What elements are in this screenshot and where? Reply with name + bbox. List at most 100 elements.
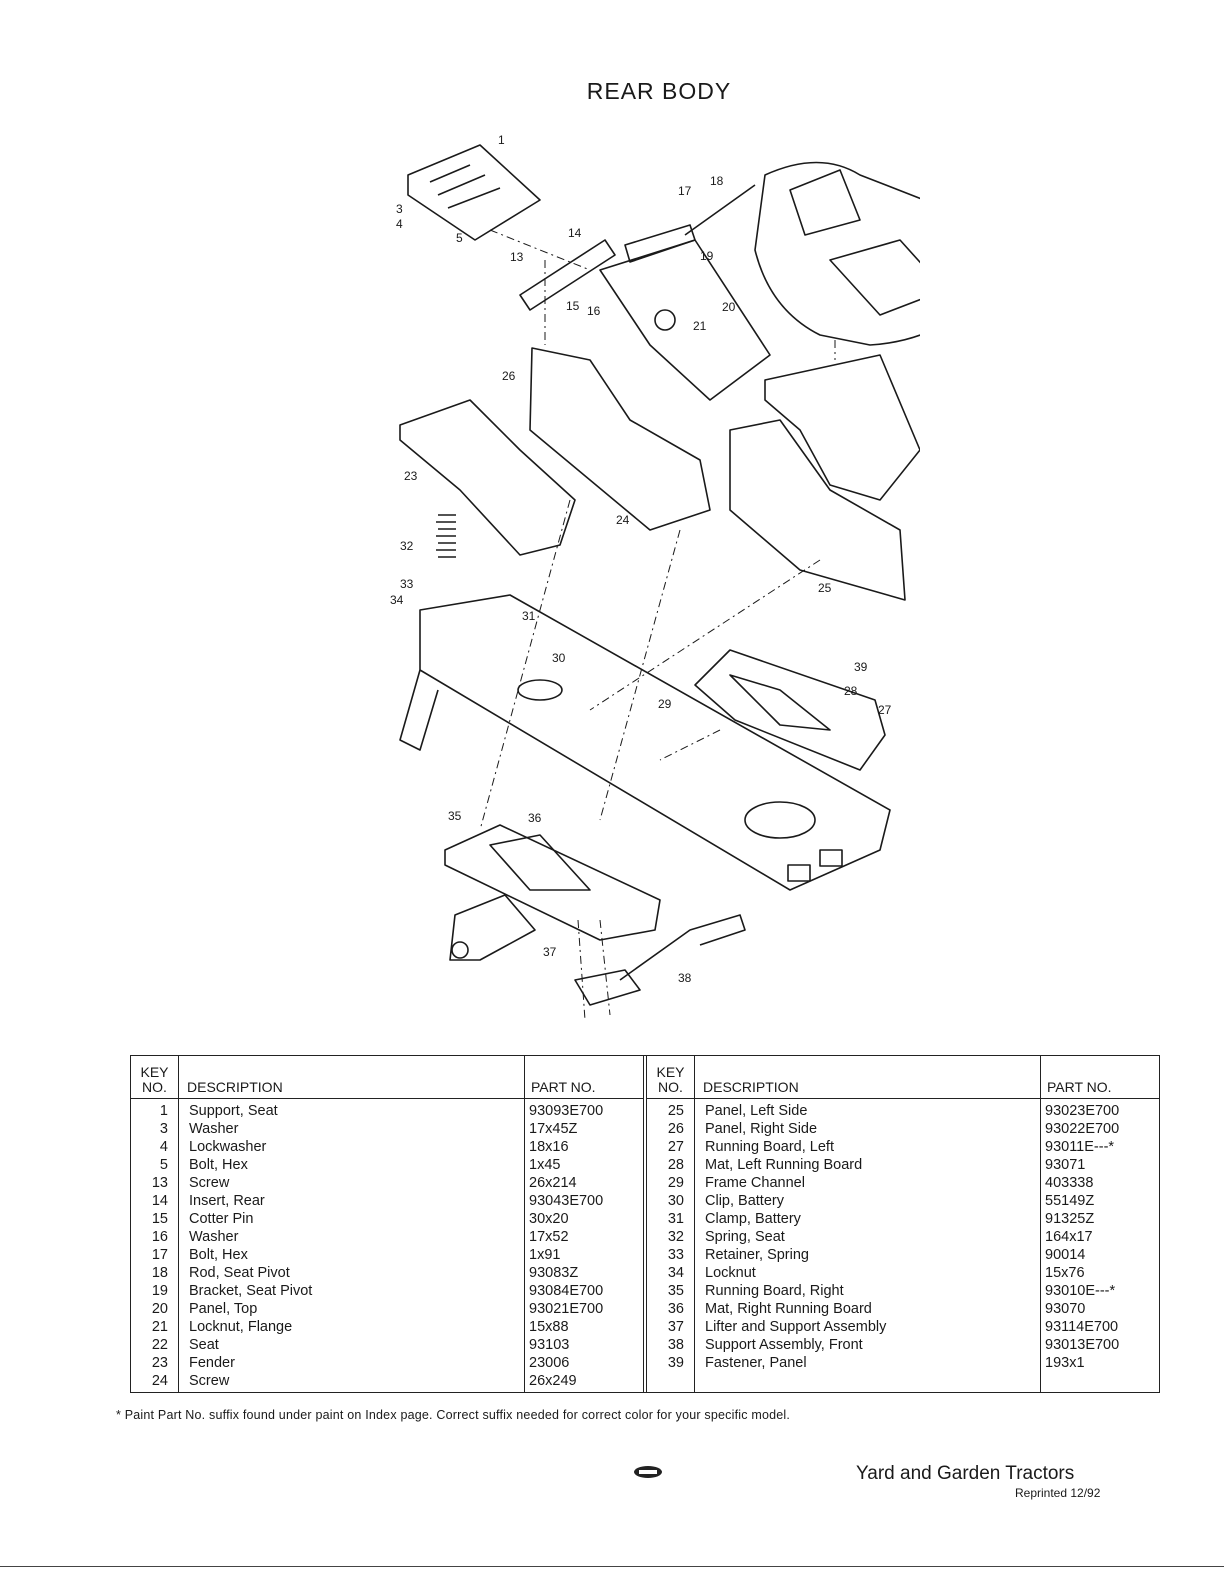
part-no-cell: 93093E700	[529, 1103, 604, 1119]
callout-38: 38	[678, 971, 692, 985]
description-cell: Clip, Battery	[705, 1193, 784, 1209]
callout-36: 36	[528, 811, 542, 825]
exploded-parts-diagram: 1 3 4 5 13 14 15 16 17 18 19 20 21 22 23…	[360, 130, 991, 1030]
callout-3: 3	[396, 202, 403, 216]
description-cell: Retainer, Spring	[705, 1247, 809, 1263]
callout-19: 19	[700, 249, 714, 263]
part-no-cell: 15x76	[1045, 1265, 1085, 1281]
callout-35: 35	[448, 809, 462, 823]
part-no-cell: 93010E---*	[1045, 1283, 1116, 1299]
table-header: KEY NO. DESCRIPTION PART NO.	[131, 1056, 643, 1099]
description-cell: Screw	[189, 1175, 230, 1191]
part-no-cell: 91325Z	[1045, 1211, 1095, 1227]
key-cell: 21	[151, 1319, 168, 1335]
description-cell: Panel, Left Side	[705, 1103, 808, 1119]
part-no-cell: 403338	[1045, 1175, 1094, 1191]
key-cell: 1	[159, 1103, 168, 1119]
key-no-header: KEY NO.	[647, 1056, 695, 1098]
description-cell: Running Board, Right	[705, 1283, 844, 1299]
description-header: DESCRIPTION	[179, 1056, 525, 1098]
part-no-cell: 93103	[529, 1337, 570, 1353]
seat-shape	[754, 161, 991, 346]
part-no-cell: 15x88	[529, 1319, 569, 1335]
description-cell: Fender	[189, 1355, 235, 1371]
key-cell: 28	[667, 1157, 684, 1173]
description-cell: Spring, Seat	[705, 1229, 785, 1245]
callout-39: 39	[854, 660, 868, 674]
callout-4: 4	[396, 217, 403, 231]
key-cell: 31	[667, 1211, 684, 1227]
key-cell: 15	[151, 1211, 168, 1227]
description-cell: Running Board, Left	[705, 1139, 834, 1155]
callout-15: 15	[566, 299, 580, 313]
right-side-panel-shape	[529, 347, 711, 531]
part-no-cell: 93114E700	[1045, 1319, 1119, 1335]
callout-14: 14	[568, 226, 582, 240]
key-cell: 17	[151, 1247, 168, 1263]
key-cell: 4	[159, 1139, 168, 1155]
key-cell: 36	[667, 1301, 684, 1317]
running-board-right-shape	[444, 824, 661, 941]
key-cell: 22	[151, 1337, 168, 1353]
part-no-header: PART NO.	[1047, 1079, 1112, 1095]
part-no-cell: 23006	[529, 1355, 570, 1371]
top-panel-shape	[599, 239, 771, 401]
callout-37: 37	[543, 945, 557, 959]
key-cell: 39	[667, 1355, 684, 1371]
insert-rear-shape	[519, 239, 616, 311]
running-board-left-shape	[694, 649, 886, 771]
callout-27: 27	[878, 703, 892, 717]
front-support-shape	[574, 969, 641, 1006]
key-cell: 16	[151, 1229, 168, 1245]
spring-shape	[436, 514, 456, 558]
part-no-cell: 93070	[1045, 1301, 1086, 1317]
description-cell: Mat, Left Running Board	[705, 1157, 863, 1173]
description-header: DESCRIPTION	[695, 1056, 1041, 1098]
description-cell: Bolt, Hex	[189, 1157, 248, 1173]
part-no-cell: 26x249	[529, 1373, 577, 1389]
callout-29: 29	[658, 697, 672, 711]
description-cell: Locknut	[705, 1265, 756, 1281]
key-cell: 5	[159, 1157, 168, 1173]
callout-17: 17	[678, 184, 692, 198]
key-cell: 27	[667, 1139, 684, 1155]
key-cell: 19	[151, 1283, 168, 1299]
part-no-header: PART NO.	[531, 1079, 596, 1095]
brand-logo-icon	[634, 1466, 662, 1478]
key-cell: 13	[151, 1175, 168, 1191]
part-no-cell: 93013E700	[1045, 1337, 1120, 1353]
part-no-cell: 193x1	[1045, 1355, 1085, 1371]
description-cell: Bolt, Hex	[189, 1247, 248, 1263]
key-cell: 18	[151, 1265, 168, 1281]
page-title: REAR BODY	[586, 78, 732, 104]
description-cell: Washer	[189, 1121, 239, 1137]
part-no-cell: 93011E---*	[1045, 1139, 1115, 1155]
left-side-panel-shape	[729, 419, 906, 601]
key-no-header: KEY NO.	[131, 1056, 179, 1098]
callout-30: 30	[552, 651, 566, 665]
part-no-cell: 55149Z	[1045, 1193, 1095, 1209]
part-no-cell: 18x16	[529, 1139, 569, 1155]
part-no-cell: 93071	[1045, 1157, 1086, 1173]
key-cell: 25	[667, 1103, 684, 1119]
part-no-cell: 93023E700	[1045, 1103, 1120, 1119]
description-cell: Washer	[189, 1229, 239, 1245]
key-cell: 38	[667, 1337, 684, 1353]
callout-1: 1	[498, 133, 505, 147]
table-header: KEY NO. DESCRIPTION PART NO.	[647, 1056, 1159, 1099]
key-cell: 24	[151, 1373, 168, 1389]
description-cell: Lockwasher	[189, 1139, 267, 1155]
description-cell: Bracket, Seat Pivot	[189, 1283, 313, 1299]
callout-18: 18	[710, 174, 724, 188]
key-cell: 34	[667, 1265, 684, 1281]
key-cell: 35	[667, 1283, 684, 1299]
part-no-cell: 17x52	[529, 1229, 569, 1245]
part-no-cell: 90014	[1045, 1247, 1086, 1263]
callout-28: 28	[844, 684, 858, 698]
